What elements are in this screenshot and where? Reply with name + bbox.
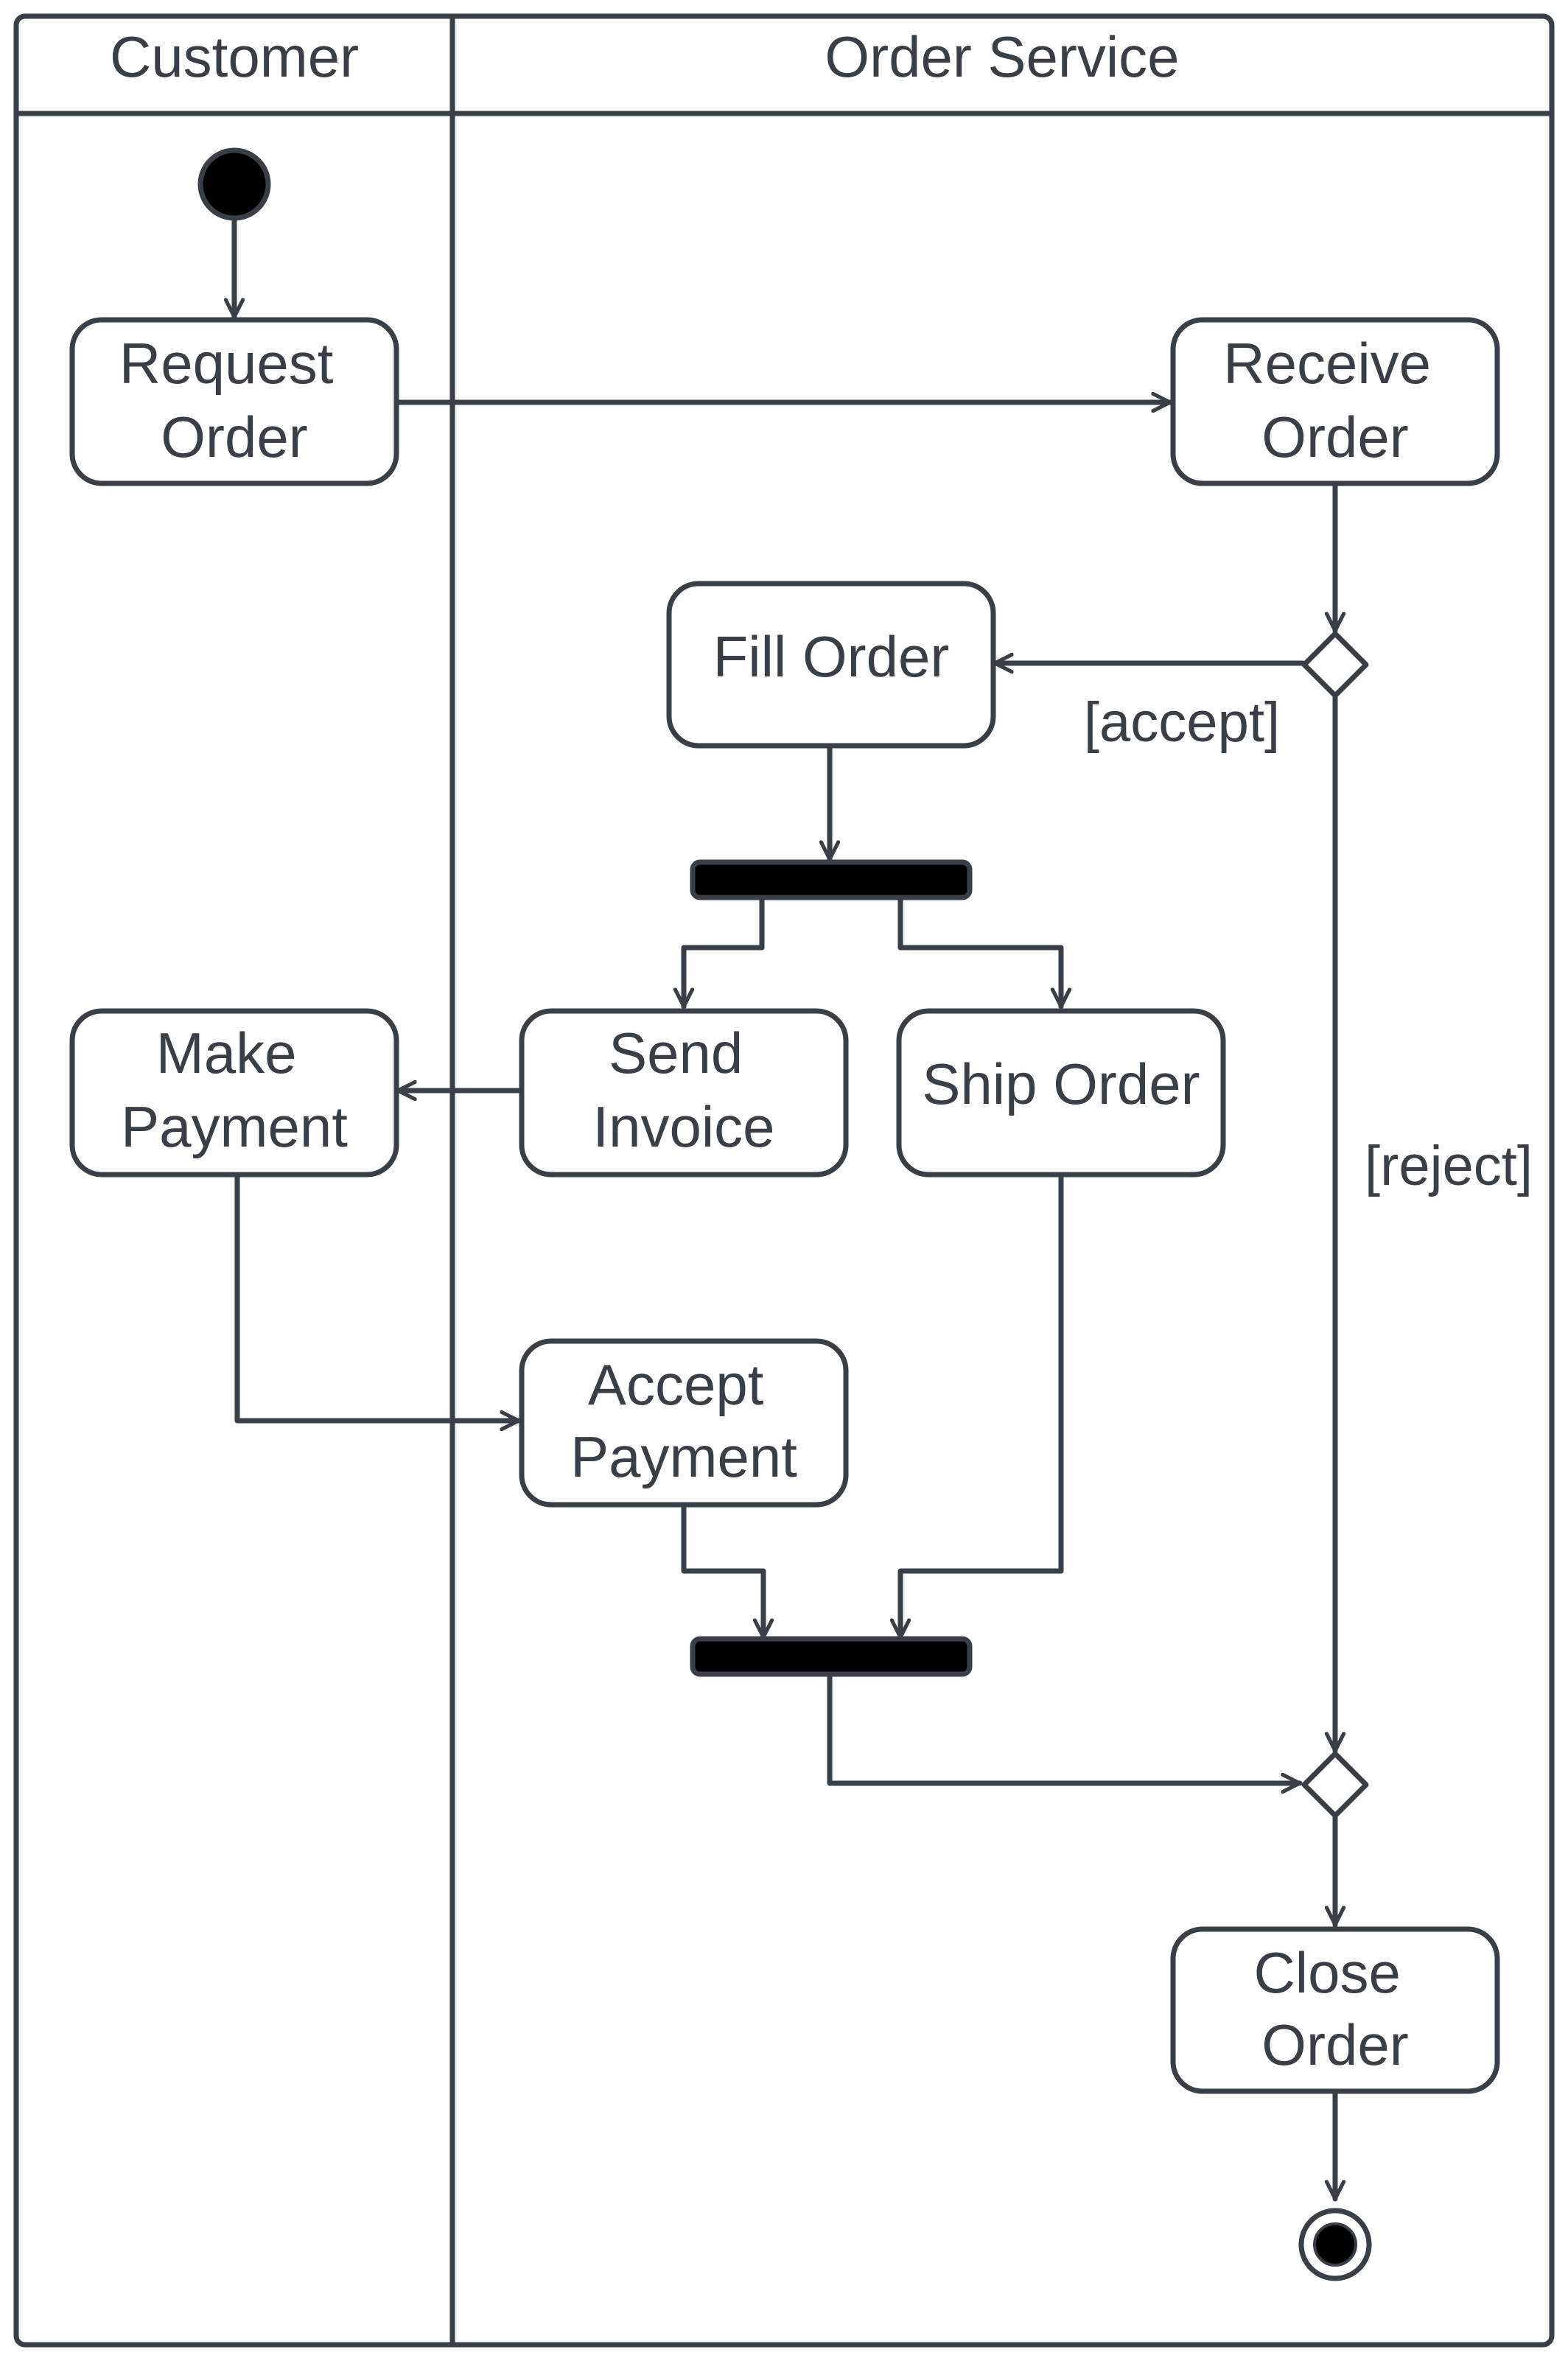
- action-request-order: Request Order: [69, 317, 399, 486]
- action-close-order-line2: Order: [1261, 2012, 1408, 2077]
- action-make-payment-line2: Payment: [121, 1094, 348, 1159]
- lane-title-order-service: Order Service: [825, 24, 1179, 89]
- svg-text:Close Order: Close Order: [1253, 1940, 1416, 2077]
- action-receive-order: Receive Order: [1170, 317, 1500, 486]
- action-make-payment: Make Payment: [69, 1008, 399, 1178]
- action-make-payment-line1: Make: [156, 1021, 297, 1085]
- merge-node: [1301, 1751, 1369, 1819]
- action-close-order-box: [1170, 1926, 1500, 2094]
- final-node-core: [1313, 2222, 1357, 2267]
- action-request-order-line2: Order: [161, 405, 307, 469]
- action-send-invoice-box: [519, 1008, 849, 1178]
- final-node: [1298, 2208, 1372, 2281]
- action-accept-payment-box: [519, 1338, 849, 1508]
- fork-bar: [690, 859, 973, 900]
- initial-node: [197, 147, 271, 221]
- guard-accept-label: [accept]: [1084, 691, 1280, 754]
- action-close-order: Close Order: [1170, 1926, 1500, 2094]
- action-accept-payment: Accept Payment: [519, 1338, 849, 1508]
- action-receive-order-box: [1170, 317, 1500, 486]
- decision-node: [1301, 631, 1369, 699]
- action-receive-order-line1: Receive: [1223, 331, 1431, 396]
- action-request-order-box: [69, 317, 399, 486]
- action-send-invoice: Send Invoice: [519, 1008, 849, 1178]
- edge-accept-to-join: [681, 1502, 763, 1640]
- join-bar: [690, 1636, 973, 1677]
- action-ship-order-box: [896, 1008, 1226, 1178]
- action-ship-order-label: Ship Order: [922, 1052, 1200, 1116]
- edge-make-to-accept-payment: [234, 1172, 522, 1421]
- action-send-invoice-line2: Invoice: [592, 1094, 774, 1159]
- svg-text:Receive Order: Receive Order: [1223, 331, 1446, 469]
- action-send-invoice-line1: Send: [609, 1021, 743, 1085]
- svg-text:Accept Payment: Accept Payment: [570, 1352, 797, 1489]
- action-fill-order-label: Fill Order: [713, 624, 950, 689]
- action-ship-order: Ship Order: [896, 1008, 1226, 1178]
- lane-title-customer: Customer: [110, 24, 359, 89]
- guard-reject-label: [reject]: [1365, 1135, 1533, 1197]
- svg-text:Send Invoice: Send Invoice: [592, 1021, 774, 1159]
- action-request-order-line1: Request: [119, 331, 334, 396]
- edge-join-to-merge: [827, 1670, 1303, 1783]
- edges: [234, 211, 1335, 2202]
- edge-ship-to-join: [900, 1172, 1064, 1640]
- action-fill-order: Fill Order: [666, 581, 996, 749]
- action-accept-payment-line1: Accept: [588, 1352, 764, 1417]
- edge-fork-to-send: [684, 895, 765, 1010]
- action-fill-order-box: [666, 581, 996, 749]
- diagram-frame: [13, 13, 1555, 2348]
- action-accept-payment-line2: Payment: [570, 1424, 797, 1489]
- action-make-payment-box: [69, 1008, 399, 1178]
- svg-text:Request Order: Request Order: [119, 331, 349, 469]
- action-close-order-line1: Close: [1253, 1940, 1400, 2005]
- action-receive-order-line2: Order: [1261, 405, 1408, 469]
- edge-fork-to-ship: [897, 895, 1061, 1010]
- svg-text:Make Payment: Make Payment: [121, 1021, 348, 1159]
